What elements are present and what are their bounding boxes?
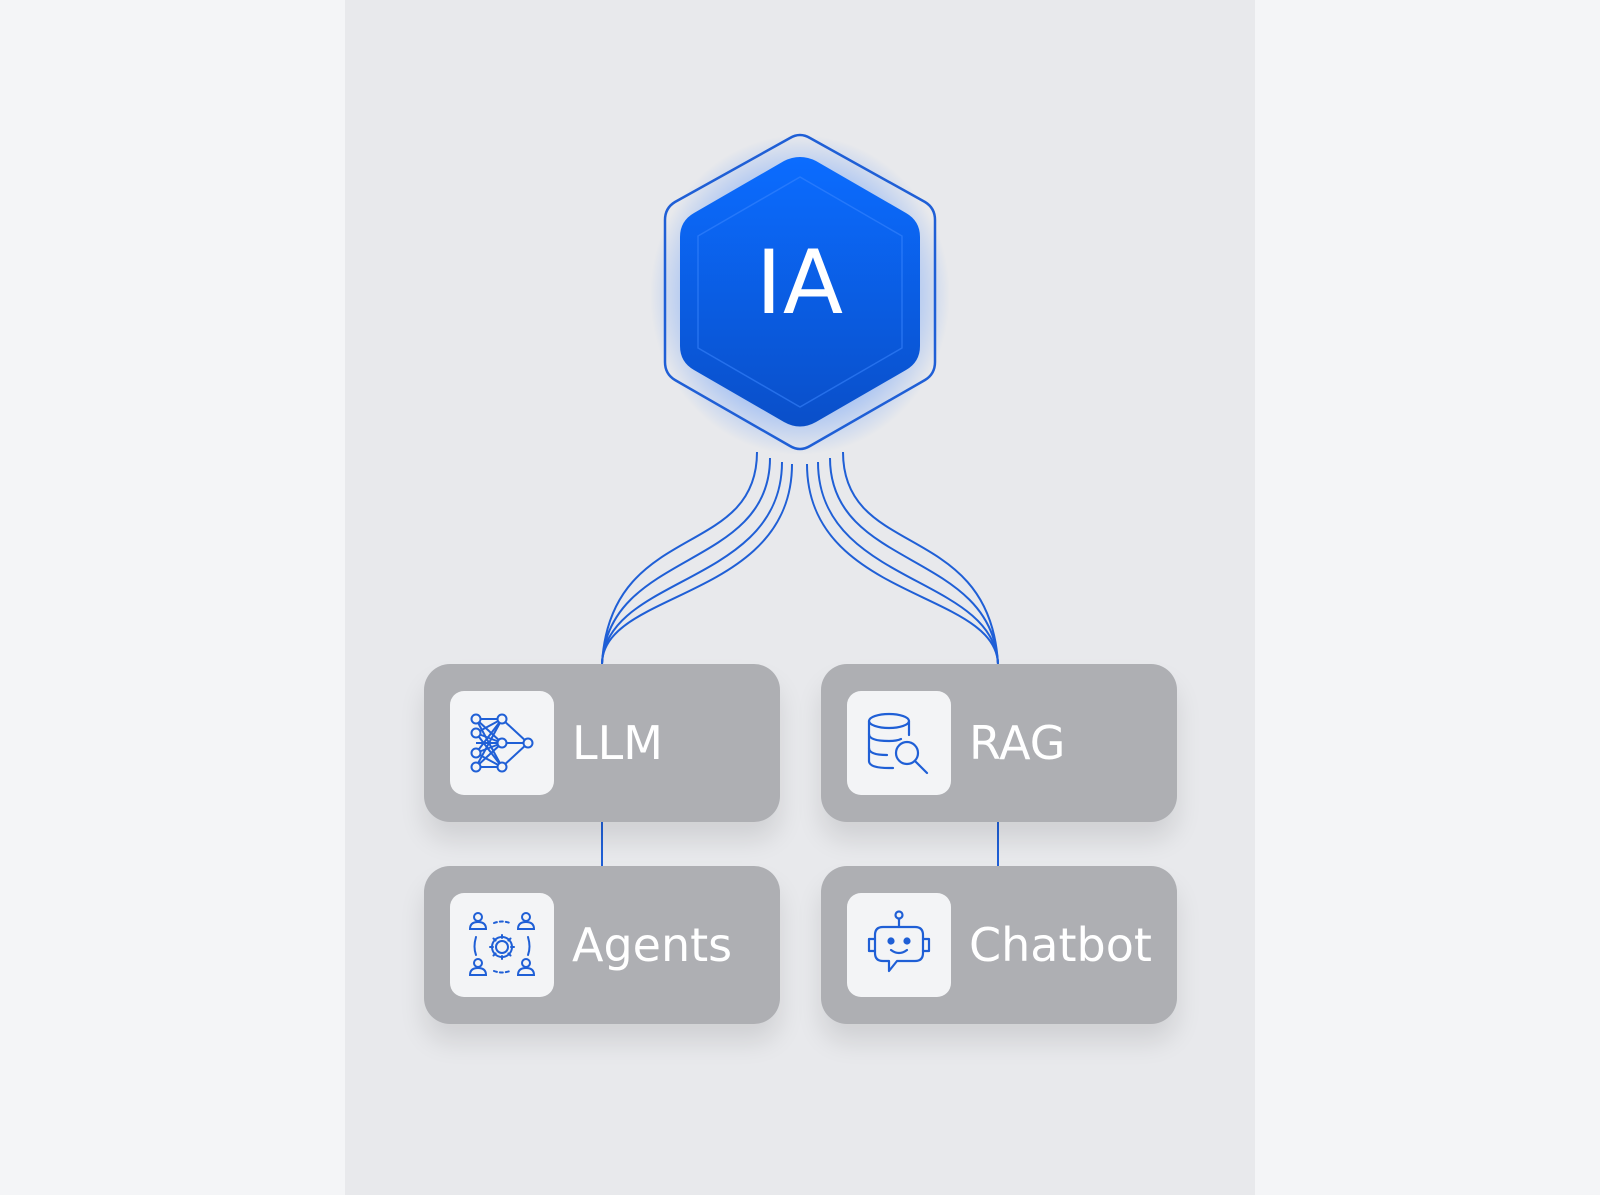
card-agents[interactable]: Agents <box>424 866 780 1024</box>
hub-label: IA <box>755 230 845 334</box>
card-llm[interactable]: LLM <box>424 664 780 822</box>
icon-box <box>450 893 554 997</box>
icon-box <box>847 691 951 795</box>
icon-box <box>450 691 554 795</box>
card-chatbot[interactable]: Chatbot <box>821 866 1177 1024</box>
ia-hub: IA <box>640 130 960 470</box>
neural-network-icon <box>470 713 534 773</box>
background-right <box>1255 0 1600 1195</box>
chatbot-robot-icon <box>867 910 931 973</box>
card-rag[interactable]: RAG <box>821 664 1177 822</box>
background-left <box>0 0 345 1195</box>
card-label-agents: Agents <box>572 918 733 972</box>
card-label-rag: RAG <box>969 716 1066 770</box>
card-label-llm: LLM <box>572 716 663 770</box>
card-label-chatbot: Chatbot <box>969 918 1152 972</box>
hub-hexagon <box>650 133 950 455</box>
agents-gear-icon <box>468 912 536 976</box>
database-search-icon <box>867 712 929 775</box>
icon-box <box>847 893 951 997</box>
